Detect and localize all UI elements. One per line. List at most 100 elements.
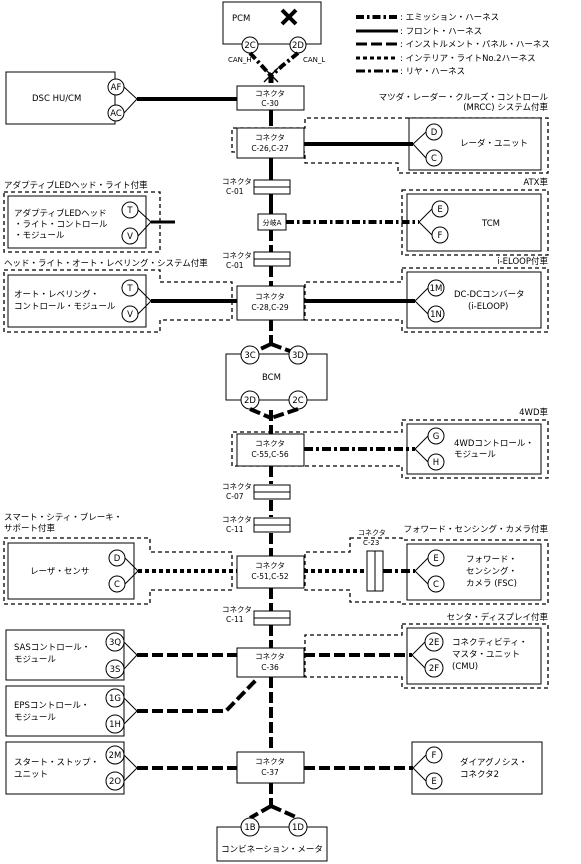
svg-text:DC-DCコンバータ: DC-DCコンバータ bbox=[454, 290, 525, 300]
svg-text:マスタ・ユニット: マスタ・ユニット bbox=[452, 650, 520, 660]
svg-text:コネクタ: コネクタ bbox=[358, 528, 386, 537]
connector-c55-c56: コネクタ C-55,C-56 bbox=[236, 433, 305, 467]
legend-instrument: : インストルメント・パネル・ハーネス bbox=[400, 40, 550, 50]
svg-text:C-36: C-36 bbox=[261, 663, 279, 672]
adaptive-led-option: アダプティブLEDヘッド・ライト付車 アダプティブLEDヘッド ・ライト・コント… bbox=[3, 180, 175, 253]
combination-meter: 1B 1D コンビネーション・メータ bbox=[216, 804, 328, 862]
connector-c11-upper: コネクタ C-11 bbox=[222, 515, 291, 534]
connector-c01-lower: コネクタ C-01 bbox=[222, 251, 291, 270]
awd-option: 4WD車 4WDコントロール・ モジュール G H bbox=[231, 407, 549, 479]
svg-text:C-01: C-01 bbox=[226, 187, 244, 196]
svg-text:サポート付車: サポート付車 bbox=[4, 523, 56, 534]
svg-text:C-11: C-11 bbox=[226, 615, 244, 624]
svg-text:分岐A: 分岐A bbox=[263, 218, 282, 227]
svg-text:コネクタ: コネクタ bbox=[255, 652, 285, 661]
svg-text:ATX車: ATX車 bbox=[523, 177, 548, 188]
legend-front: : フロント・ハーネス bbox=[400, 27, 482, 37]
svg-text:2M: 2M bbox=[109, 751, 122, 761]
svg-text:SASコントロール・: SASコントロール・ bbox=[14, 643, 90, 653]
eloop-option: i-ELOOP付車 DC-DCコンバータ (i-ELOOP) 1M 1N bbox=[304, 256, 549, 333]
svg-text:コネクタ: コネクタ bbox=[255, 561, 285, 570]
twisted-pair-icon bbox=[263, 67, 279, 83]
svg-text:3Q: 3Q bbox=[109, 638, 121, 648]
svg-text:C: C bbox=[433, 580, 439, 590]
connector-c28-c29: コネクタ C-28,C-29 bbox=[236, 285, 305, 321]
svg-text:2E: 2E bbox=[429, 638, 440, 648]
pcm-pin-2c: 2C bbox=[244, 41, 255, 51]
pcm-module: PCM 2C 2D CAN_H CAN_L bbox=[222, 1, 325, 83]
svg-text:コネクタ: コネクタ bbox=[255, 133, 285, 142]
svg-text:D: D bbox=[431, 128, 438, 138]
leveling-option: ヘッド・ライト・オート・レベリング・システム付車 オート・レベリング・ コントロ… bbox=[3, 258, 237, 333]
svg-text:ダイアグノシス・: ダイアグノシス・ bbox=[460, 757, 527, 768]
legend-interior: : インテリア・ライトNo.2ハーネス bbox=[400, 54, 536, 64]
svg-text:コネクタ: コネクタ bbox=[222, 482, 252, 491]
svg-text:ヘッド・ライト・オート・レベリング・システム付車: ヘッド・ライト・オート・レベリング・システム付車 bbox=[4, 258, 208, 269]
svg-text:2F: 2F bbox=[429, 664, 439, 674]
svg-text:E: E bbox=[431, 777, 436, 787]
bcm-module: 3C 3D BCM 2D 2C bbox=[225, 342, 328, 420]
svg-text:モジュール: モジュール bbox=[14, 713, 56, 723]
svg-text:・モジュール: ・モジュール bbox=[14, 231, 65, 241]
svg-text:C-37: C-37 bbox=[261, 768, 279, 777]
svg-text:(CMU): (CMU) bbox=[452, 662, 478, 672]
svg-text:C-55,C-56: C-55,C-56 bbox=[251, 450, 289, 459]
can-l-label: CAN_L bbox=[303, 56, 325, 64]
cmu-option: センタ・ディスプレイ付車 コネクティビティ・ マスタ・ユニット (CMU) 2E… bbox=[304, 612, 549, 689]
pcm-pin-2d: 2D bbox=[292, 41, 304, 51]
svg-text:1H: 1H bbox=[109, 720, 121, 730]
svg-text:コントロール・モジュール: コントロール・モジュール bbox=[14, 302, 116, 312]
svg-text:F: F bbox=[438, 231, 443, 241]
svg-text:1D: 1D bbox=[292, 823, 304, 833]
svg-text:フォワード・センシング・カメラ付車: フォワード・センシング・カメラ付車 bbox=[403, 524, 548, 535]
svg-text:i-ELOOP付車: i-ELOOP付車 bbox=[497, 256, 548, 267]
legend-emission: : エミッション・ハーネス bbox=[400, 13, 499, 23]
connector-c01-upper: コネクタ C-01 bbox=[222, 177, 291, 196]
svg-text:C-30: C-30 bbox=[261, 99, 279, 108]
can-h-label: CAN_H bbox=[228, 56, 252, 64]
svg-text:1M: 1M bbox=[430, 284, 443, 294]
svg-text:オート・レベリング・: オート・レベリング・ bbox=[14, 289, 99, 300]
svg-text:T: T bbox=[126, 206, 133, 216]
svg-text:コネクタ: コネクタ bbox=[222, 251, 252, 260]
legend-rear: : リヤ・ハーネス bbox=[400, 67, 465, 77]
svg-text:レーザ・センサ: レーザ・センサ bbox=[30, 567, 89, 577]
dsc-label: DSC HU/CM bbox=[32, 94, 81, 104]
svg-text:C: C bbox=[431, 154, 437, 164]
svg-text:2O: 2O bbox=[109, 777, 121, 787]
svg-text:スタート・ストップ・: スタート・ストップ・ bbox=[14, 758, 99, 768]
svg-text:C-11: C-11 bbox=[226, 525, 244, 534]
connector-c23 bbox=[366, 550, 384, 592]
svg-text:E: E bbox=[433, 554, 438, 564]
dsc-module: DSC HU/CM AF AC bbox=[5, 71, 237, 125]
svg-text:センタ・ディスプレイ付車: センタ・ディスプレイ付車 bbox=[447, 612, 549, 623]
svg-text:2C: 2C bbox=[292, 396, 303, 406]
tcm-label: TCM bbox=[481, 219, 500, 229]
svg-text:カメラ (FSC): カメラ (FSC) bbox=[466, 579, 517, 589]
svg-text:(MRCC) システム付車: (MRCC) システム付車 bbox=[463, 102, 548, 113]
connector-c51-c52: コネクタ C-51,C-52 bbox=[236, 555, 305, 589]
svg-text:センシング・: センシング・ bbox=[466, 566, 517, 577]
svg-text:2D: 2D bbox=[244, 396, 256, 406]
svg-text:E: E bbox=[437, 205, 442, 215]
connector-c11-lower: コネクタ C-11 bbox=[222, 605, 291, 626]
dsc-pin-af: AF bbox=[111, 83, 122, 93]
svg-text:EPSコントロール・: EPSコントロール・ bbox=[14, 701, 89, 711]
eps-module: EPSコントロール・ モジュール 1G 1H bbox=[5, 678, 258, 737]
meter-label: コンビネーション・メータ bbox=[221, 845, 323, 855]
svg-text:C-07: C-07 bbox=[226, 492, 244, 501]
svg-text:コネクタ: コネクタ bbox=[255, 292, 285, 301]
svg-text:スマート・シティ・ブレーキ・: スマート・シティ・ブレーキ・ bbox=[4, 512, 122, 523]
connector-c30: コネクタ C-30 bbox=[236, 85, 305, 111]
connector-c37: コネクタ C-37 bbox=[236, 751, 305, 784]
mrcc-option: マツダ・レーダー・クルーズ・コントロール (MRCC) システム付車 レーダ・ユ… bbox=[231, 92, 549, 174]
branch-a: 分岐A bbox=[257, 213, 287, 231]
dsc-pin-ac: AC bbox=[110, 109, 122, 119]
svg-text:コネクティビティ・: コネクティビティ・ bbox=[452, 638, 527, 648]
svg-text:T: T bbox=[126, 284, 133, 294]
connector-c36: コネクタ C-36 bbox=[236, 647, 305, 678]
svg-text:ユニット: ユニット bbox=[14, 770, 48, 780]
diag-connector: ダイアグノシス・ コネクタ2 F E bbox=[304, 741, 543, 795]
svg-text:コネクタ: コネクタ bbox=[222, 177, 252, 186]
